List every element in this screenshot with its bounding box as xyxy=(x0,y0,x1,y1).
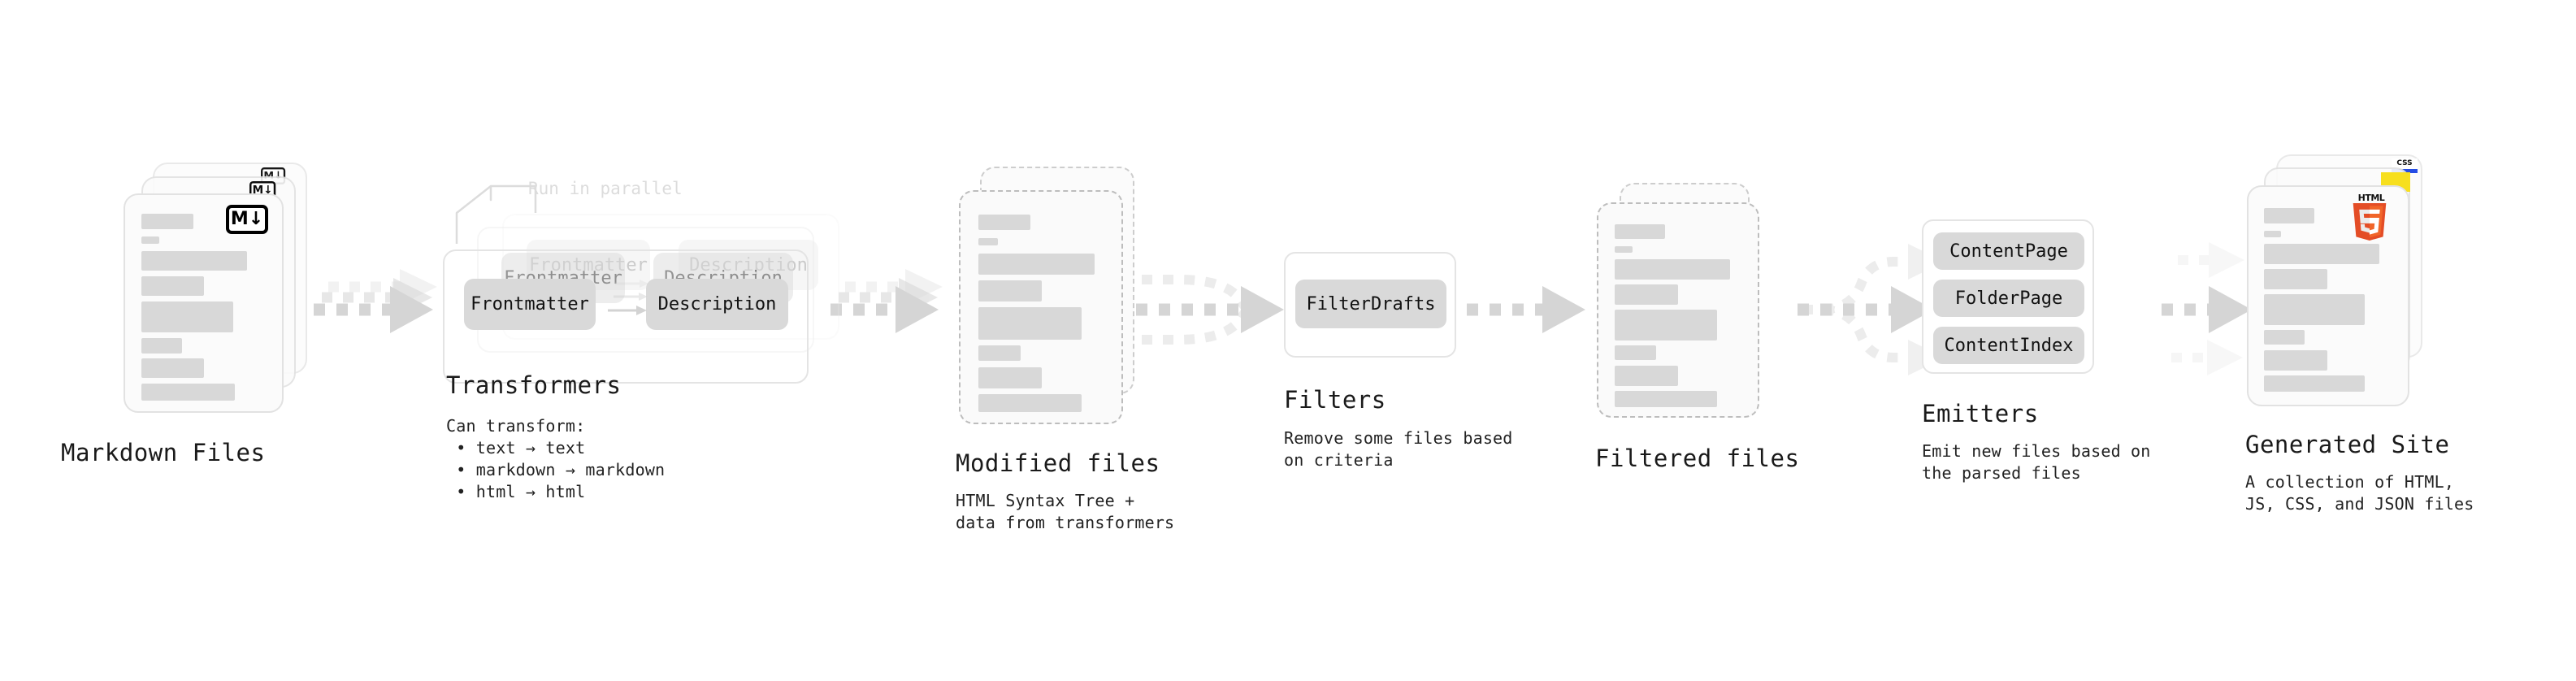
doc-bar xyxy=(2264,330,2305,345)
doc-bar xyxy=(141,236,159,244)
transformer-chip-description: Description xyxy=(646,279,788,330)
emitter-chip-contentindex: ContentIndex xyxy=(1933,327,2084,364)
stage-caption-generated-site: Generated Site xyxy=(2245,431,2450,458)
stage-caption-filters: Filters xyxy=(1284,386,1386,414)
stage-subcaption-generated-site: A collection of HTML, JS, CSS, and JSON … xyxy=(2245,472,2474,514)
stage-subcaption-emitters: Emit new files based on the parsed files xyxy=(1922,441,2151,483)
html5-shield-icon xyxy=(2353,203,2387,241)
filters-box: FilterDrafts xyxy=(1284,252,1456,358)
stage-subcaption-transformers: Can transform: • text → text • markdown … xyxy=(446,416,666,501)
stage-caption-filtered-files: Filtered files xyxy=(1595,445,1800,472)
doc-bar xyxy=(2264,244,2379,264)
doc-bar xyxy=(2264,350,2327,371)
transformer-card-back-2: Frontmatter Description xyxy=(502,214,839,340)
html5-wordmark: HTML xyxy=(2357,193,2385,203)
emitter-chip-contentpage: ContentPage xyxy=(1933,232,2084,270)
stage-subcaption-filters: Remove some files based on criteria xyxy=(1284,428,1513,470)
markdown-badge: M↓ xyxy=(226,205,268,234)
stage-transformers: Run in parallel Frontmatter Description … xyxy=(443,179,865,508)
filtered-file-stack xyxy=(1597,183,1784,427)
generated-site-stack: CSS HTML xyxy=(2247,154,2458,431)
doc-bar xyxy=(141,384,235,401)
stage-subcaption-modified-files: HTML Syntax Tree + data from transformer… xyxy=(956,491,1175,532)
doc-bar xyxy=(978,394,1082,412)
doc-bar xyxy=(978,238,998,245)
emitters-box: ContentPage FolderPage ContentIndex xyxy=(1922,219,2094,374)
doc-bar xyxy=(978,367,1042,388)
stage-filtered-files: Filtered files xyxy=(1595,183,1857,475)
transformer-chip-frontmatter: Frontmatter xyxy=(527,240,650,290)
doc-bar xyxy=(2264,208,2314,223)
doc-bar xyxy=(2264,269,2327,289)
filter-chip-filterdrafts: FilterDrafts xyxy=(1295,280,1446,328)
stage-caption-emitters: Emitters xyxy=(1922,400,2039,427)
filtered-card-front xyxy=(1597,202,1759,418)
doc-bar xyxy=(2264,231,2281,237)
stage-caption-modified-files: Modified files xyxy=(956,449,1160,477)
site-card-front xyxy=(2247,185,2409,406)
doc-bar xyxy=(978,307,1082,340)
transformer-card-front: Frontmatter Description xyxy=(443,249,809,384)
doc-bar xyxy=(978,254,1095,275)
doc-bar xyxy=(1615,246,1633,253)
stage-filters: FilterDrafts Filters Remove some files b… xyxy=(1284,252,1544,512)
doc-bar xyxy=(1615,224,1665,239)
doc-bar xyxy=(1615,345,1656,360)
stage-caption-markdown-files: Markdown Files xyxy=(61,439,266,466)
doc-bar xyxy=(1615,310,1717,340)
modified-card-front xyxy=(959,190,1123,424)
doc-bar xyxy=(2264,294,2365,325)
html5-badge: HTML xyxy=(2351,193,2392,241)
emitter-chip-folderpage: FolderPage xyxy=(1933,280,2084,317)
doc-bar xyxy=(978,215,1030,230)
doc-bar xyxy=(141,276,204,296)
modified-file-stack xyxy=(959,167,1146,427)
doc-bar xyxy=(1615,366,1678,386)
transformer-chip-frontmatter: Frontmatter xyxy=(464,279,596,330)
stage-emitters: ContentPage FolderPage ContentIndex Emit… xyxy=(1922,219,2198,496)
doc-bar xyxy=(978,280,1042,301)
doc-bar xyxy=(141,358,204,378)
doc-bar xyxy=(1615,391,1717,407)
doc-bar xyxy=(1615,284,1678,305)
markdown-file-stack: M↓ M↓ M↓ xyxy=(122,163,309,413)
stage-markdown-files: M↓ M↓ M↓ Markdown Files xyxy=(61,163,382,466)
doc-bar xyxy=(2264,375,2365,392)
doc-bar xyxy=(1615,259,1730,280)
doc-bar xyxy=(141,301,233,332)
stage-generated-site: CSS HTML xyxy=(2245,154,2539,514)
stage-modified-files: Modified files HTML Syntax Tree + data f… xyxy=(956,167,1219,532)
doc-bar xyxy=(141,214,193,229)
doc-bar xyxy=(141,338,182,354)
doc-bar xyxy=(978,345,1021,361)
doc-bar xyxy=(141,251,247,271)
run-in-parallel-label: Run in parallel xyxy=(528,179,683,198)
stage-caption-transformers: Transformers xyxy=(446,371,622,399)
